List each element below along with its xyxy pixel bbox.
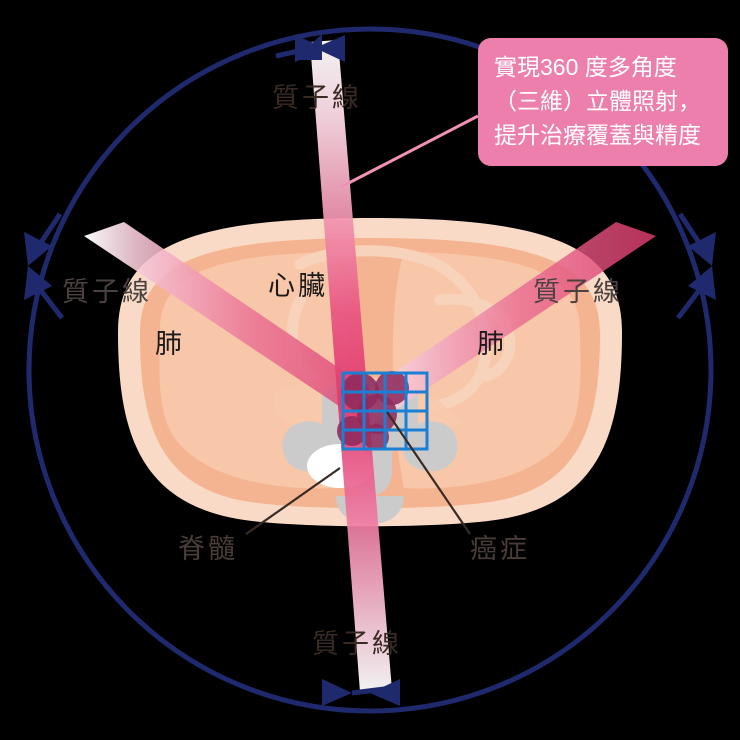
beam-vertical: [310, 40, 392, 692]
arrowhead-bottom-right: [322, 679, 352, 706]
leader-spinal-cord: [245, 467, 341, 535]
callout-line-2: （三維）立體照射，: [494, 88, 701, 114]
label-cancer: 癌症: [470, 534, 530, 564]
label-lung-left: 肺: [155, 329, 182, 359]
label-spinal-cord: 脊髓: [178, 534, 238, 564]
label-heart: 心臟: [268, 271, 328, 301]
label-beam-right: 質子線: [533, 277, 623, 307]
label-beam-top: 質子線: [272, 83, 362, 113]
label-lung-right: 肺: [477, 329, 504, 359]
beam-right: [348, 222, 656, 428]
callout-box: 實現360 度多角度 （三維）立體照射， 提升治療覆蓋與精度: [478, 38, 728, 166]
beam-left: [84, 222, 392, 428]
rotation-arrow-tails: [33, 45, 707, 696]
proton-beams: [84, 40, 656, 692]
gantry-rotation-circle: [26, 26, 714, 714]
arrowhead-bottom-left: [370, 679, 400, 706]
callout-line-1: 實現360 度多角度: [494, 54, 677, 80]
callout-line-3: 提升治療覆蓋與精度: [494, 122, 701, 148]
treatment-field-grid: [341, 371, 429, 451]
label-beam-left: 質子線: [62, 277, 152, 307]
callout-pointer: [340, 114, 479, 189]
leader-cancer: [386, 411, 471, 535]
arrowhead-top-right-b: [315, 35, 345, 62]
label-beam-bottom: 質子線: [312, 629, 402, 659]
leader-lines: [245, 411, 471, 535]
